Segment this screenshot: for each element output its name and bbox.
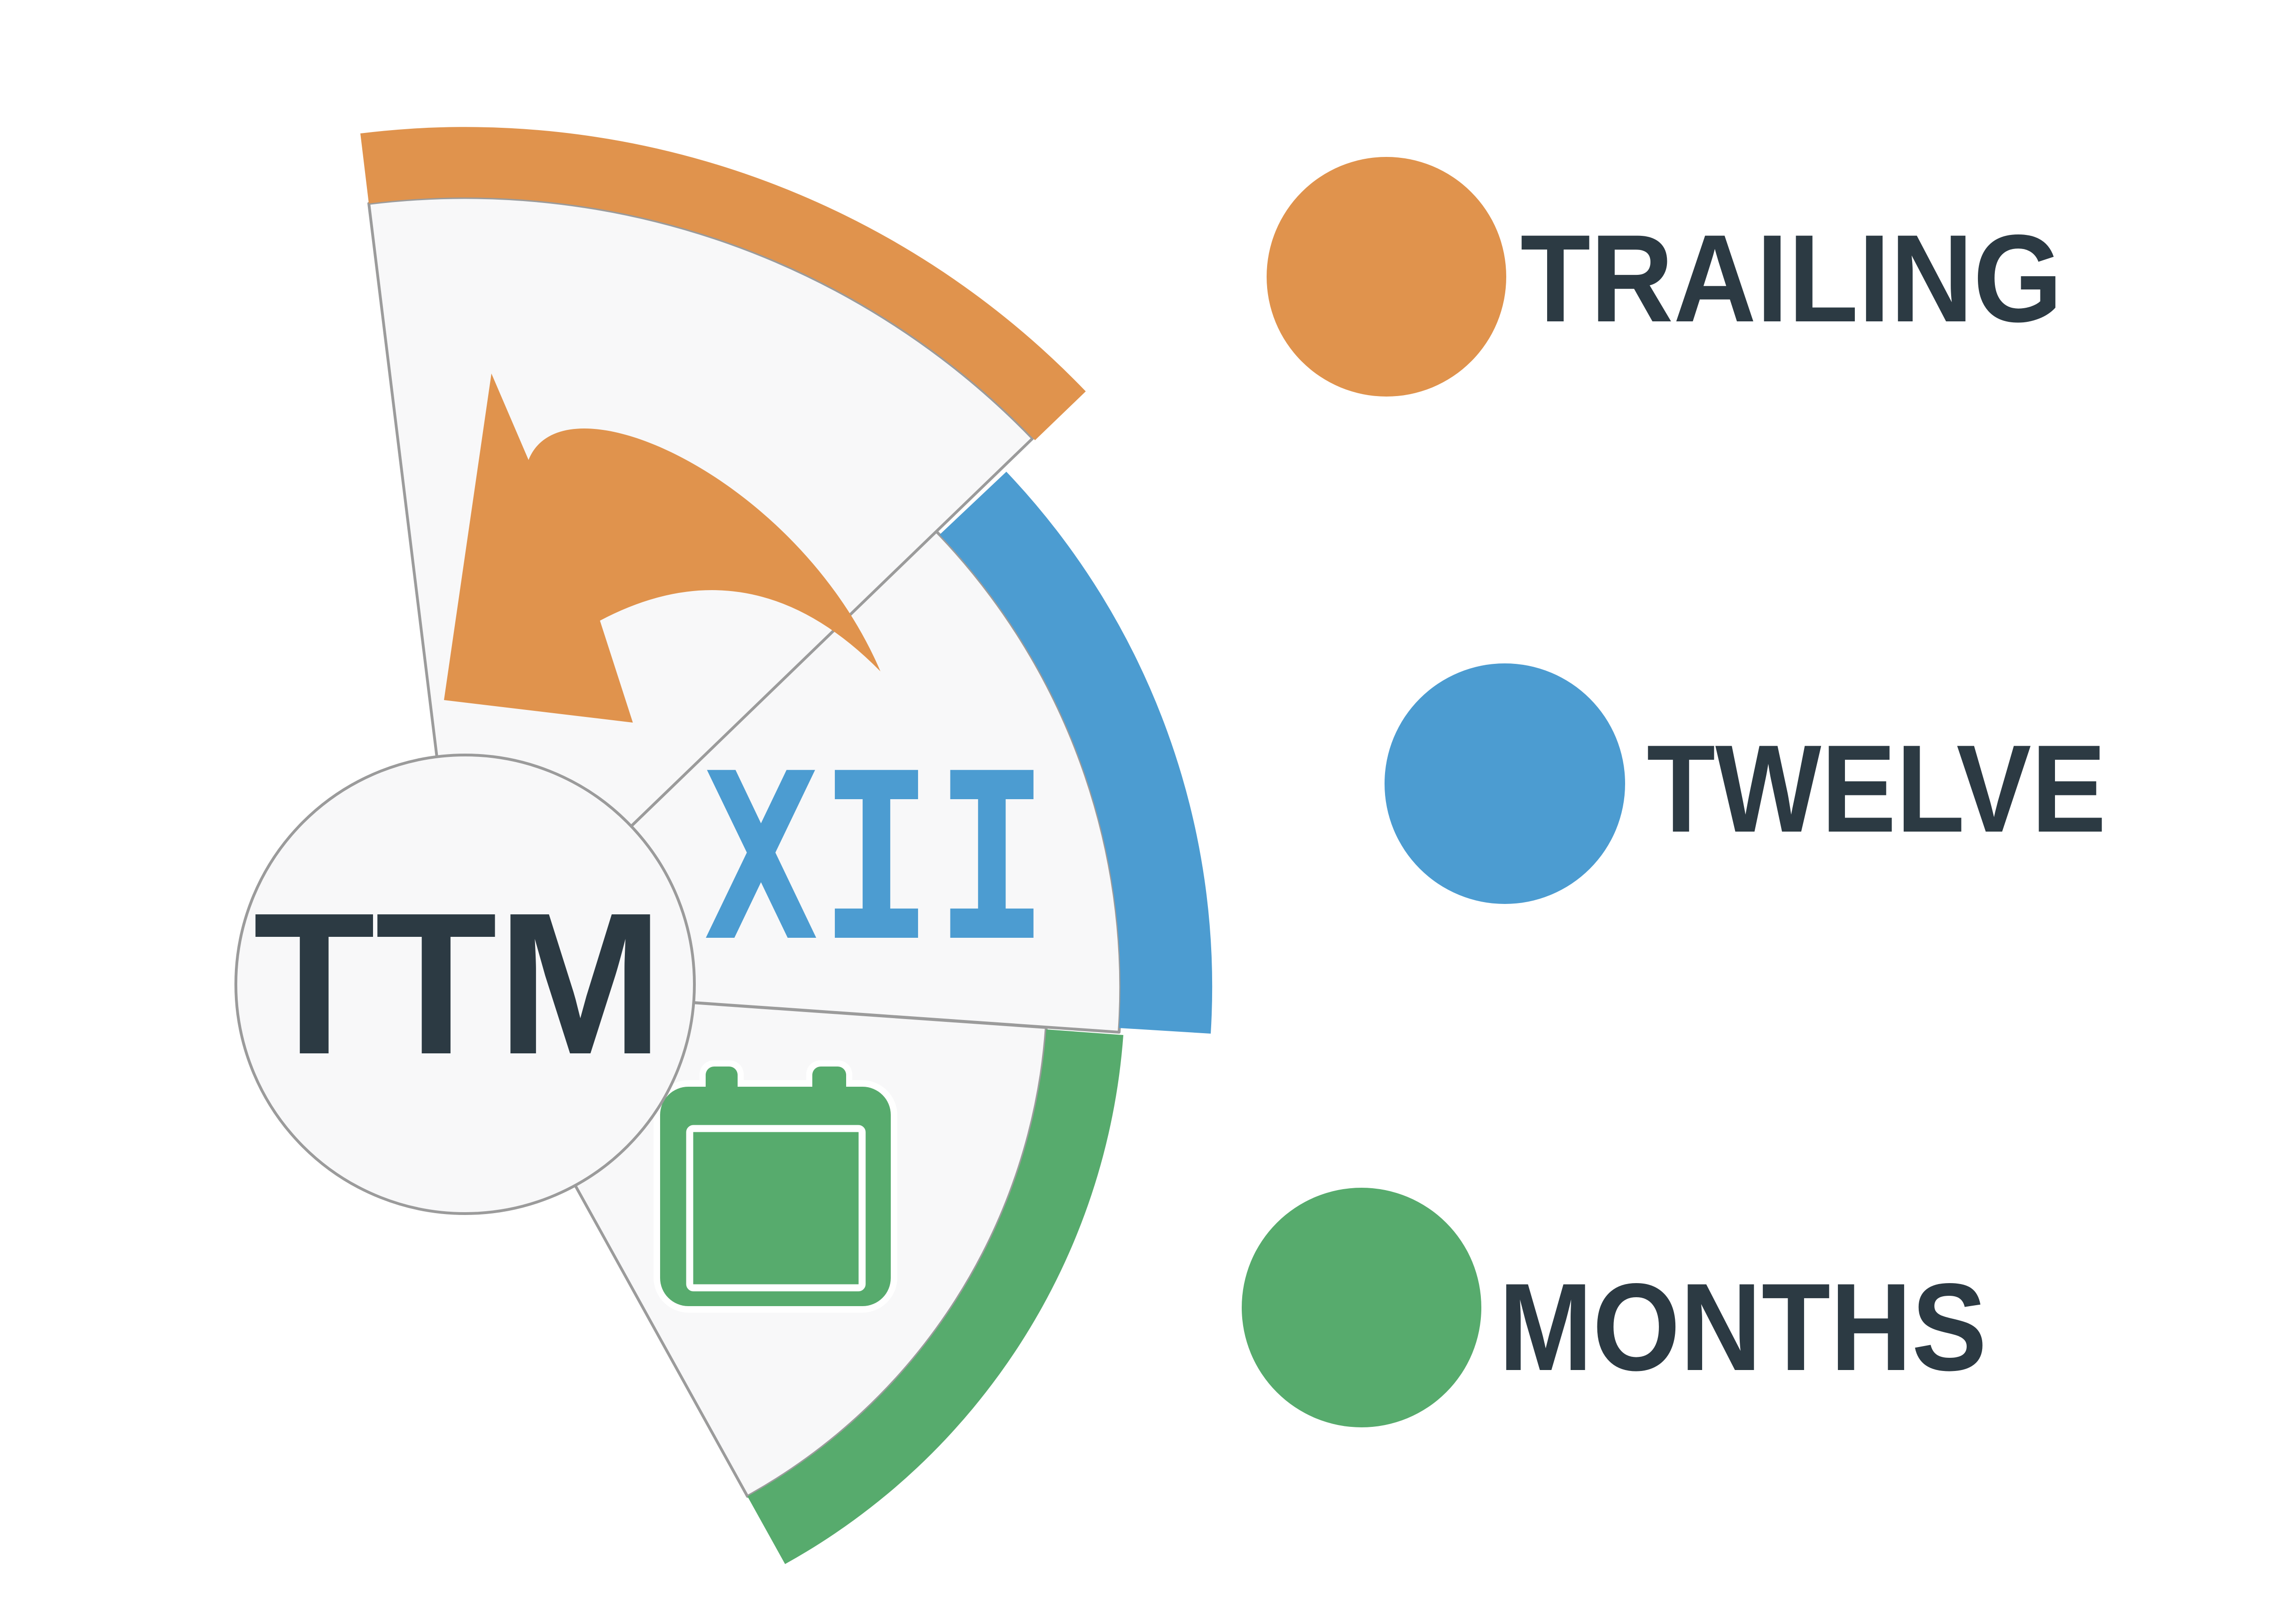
calendar-page-frame xyxy=(686,1125,866,1292)
legend-item-months: MONTHS xyxy=(1242,1188,1987,1427)
calendar-tab-left xyxy=(706,1067,738,1118)
hub-circle xyxy=(234,754,696,1215)
legend: TRAILING TWELVE MONTHS xyxy=(1242,157,2106,1427)
calendar-icon xyxy=(654,1060,897,1313)
roman-numeral-icon: XII xyxy=(703,724,1050,992)
acronym-label: TTM xyxy=(253,871,663,1097)
calendar-body xyxy=(660,1087,891,1306)
trailing-arc-band xyxy=(360,127,1086,440)
legend-dot-months xyxy=(1242,1188,1481,1427)
legend-label-trailing: TRAILING xyxy=(1520,209,2063,348)
twelve-arc-band xyxy=(940,472,1213,1034)
months-arc-band xyxy=(747,1029,1123,1564)
legend-item-twelve: TWELVE xyxy=(1385,663,2106,904)
legend-label-months: MONTHS xyxy=(1499,1258,1987,1397)
fan-diagram: XII TTM xyxy=(234,127,1213,1564)
legend-dot-twelve xyxy=(1385,663,1625,904)
legend-item-trailing: TRAILING xyxy=(1267,157,2063,397)
legend-dot-trailing xyxy=(1267,157,1506,397)
calendar-tab-right xyxy=(812,1067,846,1118)
curved-back-arrow-icon xyxy=(444,374,880,723)
legend-label-twelve: TWELVE xyxy=(1647,719,2106,858)
